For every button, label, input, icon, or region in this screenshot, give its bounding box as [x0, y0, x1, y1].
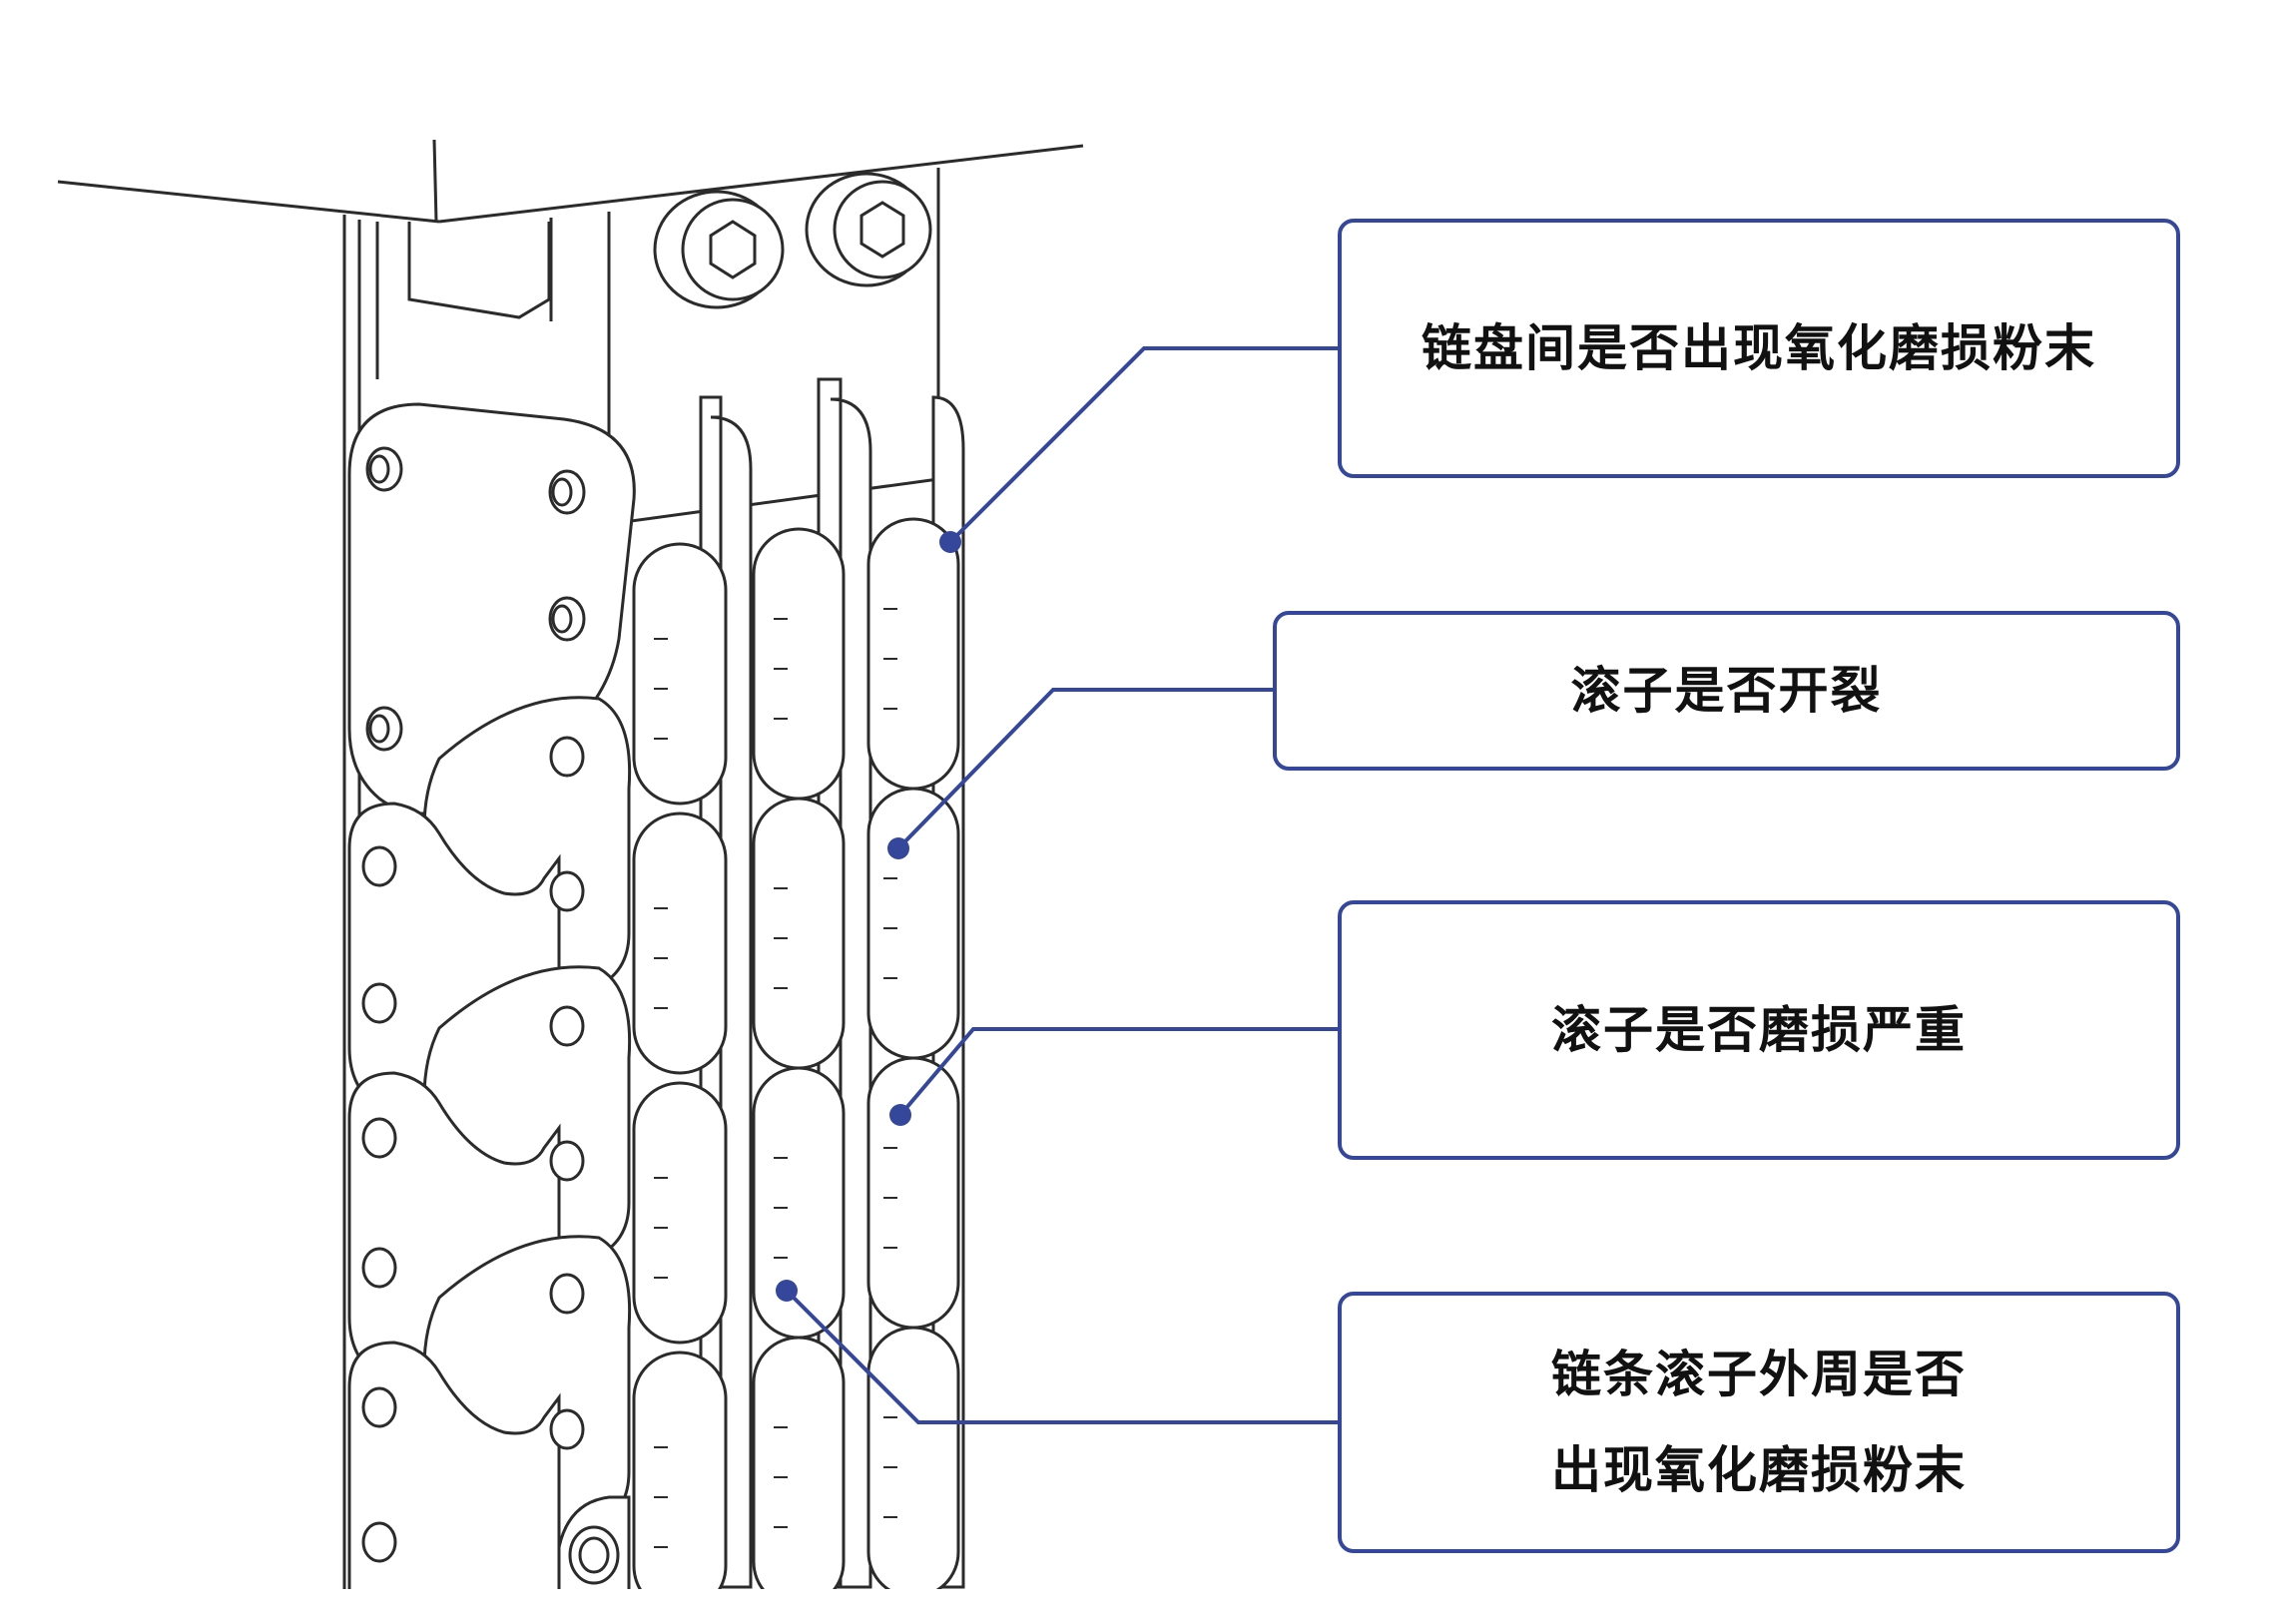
leader-dot-4: [776, 1280, 798, 1302]
callout-box-roller-wear: 滚子是否磨损严重: [1338, 900, 2180, 1160]
leader-line-4: [785, 1289, 1338, 1424]
chain-assembly: [347, 377, 965, 1589]
leader-line-2: [896, 688, 1273, 850]
leader-dots: [776, 531, 961, 1302]
hex-bolts: [653, 172, 932, 309]
callout-text: 滚子是否开裂: [1570, 662, 1883, 720]
roller-tick-marks: [654, 608, 897, 1548]
leader-dot-3: [889, 1104, 911, 1126]
leader-dot-2: [887, 837, 909, 859]
chain-rollers: [632, 517, 960, 1589]
leader-line-3: [898, 1027, 1338, 1117]
link-pins: [361, 446, 620, 1585]
callout-text-line-1: 链条滚子外周是否: [1551, 1346, 1967, 1403]
callout-text-line-2: 出现氧化磨损粉末: [1551, 1441, 1967, 1499]
callout-box-roller-crack: 滚子是否开裂: [1273, 611, 2180, 771]
callout-box-sprocket-oxidation: 链盘间是否出现氧化磨损粉末: [1338, 219, 2180, 478]
callout-box-roller-periphery-oxidation: 链条滚子外周是否 出现氧化磨损粉末: [1338, 1292, 2180, 1553]
leader-lines: [785, 346, 1338, 1424]
callout-text: 滚子是否磨损严重: [1551, 1001, 1967, 1059]
callout-text: 链盘间是否出现氧化磨损粉末: [1422, 319, 2096, 377]
leader-line-1: [948, 346, 1338, 544]
leader-dot-1: [939, 531, 961, 553]
